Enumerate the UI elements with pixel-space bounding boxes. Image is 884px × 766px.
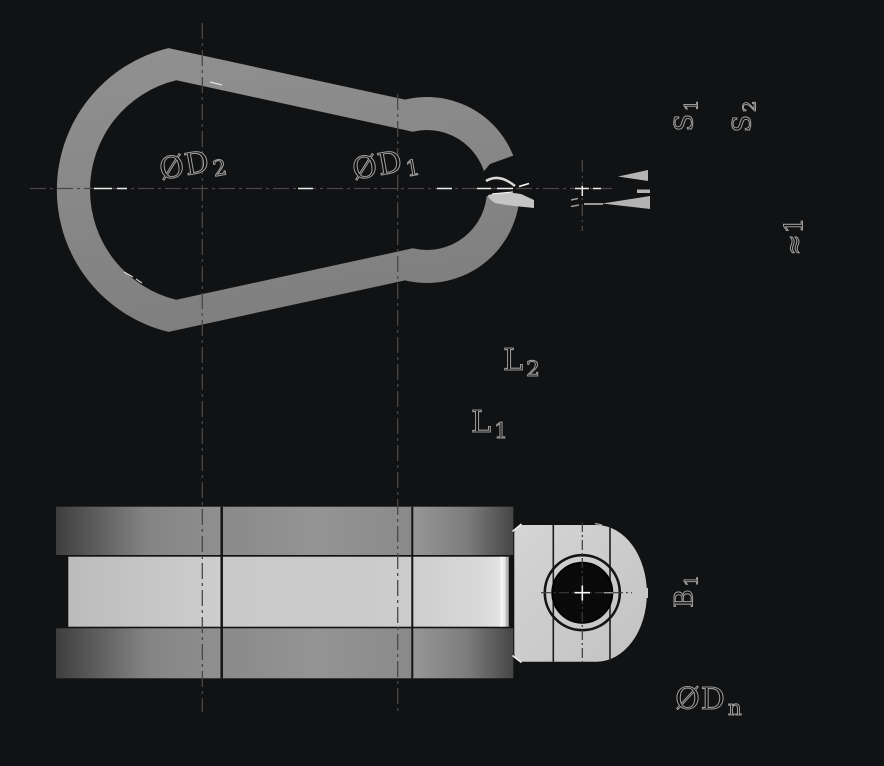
dim-tilde-marks — [570, 197, 580, 208]
label-l2-main: L — [503, 343, 525, 378]
bottom-bar-segment-2 — [221, 628, 413, 679]
bore-center-cross — [574, 585, 590, 601]
pear-ring-body — [56, 48, 520, 332]
dimension-marks — [570, 170, 650, 209]
top-bar-segment-3 — [412, 506, 514, 555]
bottom-bar-segment-1 — [56, 628, 222, 679]
label-dn-sub: n — [727, 696, 743, 722]
ring-glint-bottom-left — [123, 271, 143, 284]
label-approx1-main: ≈1 — [779, 216, 809, 256]
clevis-top-tick — [594, 522, 603, 526]
label-s1-main: S — [669, 113, 699, 132]
clevis-chamfer-tick-bottom — [512, 654, 522, 664]
top-bar-segment-1 — [56, 506, 222, 555]
label-b1: B1 — [669, 574, 703, 609]
top-view-pear-link — [56, 48, 650, 332]
gate-lower-tab — [488, 192, 534, 208]
label-s2-main: S — [727, 114, 757, 133]
middle-bar-segment-2 — [221, 556, 413, 627]
centerline-glints — [94, 186, 613, 601]
middle-bar-segment-1 — [68, 556, 222, 627]
gate-tick — [518, 182, 530, 188]
dim-bar — [637, 189, 650, 193]
middle-bar-segment-3 — [412, 556, 500, 627]
middle-bar-highlight — [500, 556, 506, 627]
top-bar-segment-2 — [221, 506, 413, 555]
dim-arrow-lower — [602, 196, 650, 209]
gate-lower-tab-edge — [491, 191, 514, 195]
label-s1-sub: 1 — [681, 98, 703, 112]
label-l2-sub: 2 — [526, 357, 541, 383]
label-l1: L1 — [471, 405, 509, 443]
label-approx1: ≈1 — [779, 215, 809, 256]
label-dn-main: ØD — [675, 682, 726, 717]
label-b1-sub: 1 — [681, 574, 703, 588]
gate-cutout — [479, 152, 560, 196]
label-s2: S2 — [727, 99, 761, 133]
label-b1-main: B — [669, 588, 699, 608]
label-d2: ØD2 — [156, 144, 230, 188]
label-d1: ØD1 — [349, 144, 423, 188]
middle-bar-end-cap — [505, 556, 510, 627]
label-l1-sub: 1 — [494, 419, 509, 445]
dim-arrow-upper — [618, 170, 648, 181]
side-view-link — [56, 506, 648, 679]
label-s1: S1 — [669, 98, 703, 132]
bottom-bar-segment-3 — [412, 628, 514, 679]
label-l1-main: L — [471, 405, 493, 440]
ring-glint-top — [209, 81, 223, 86]
label-dn: ØDn — [675, 682, 743, 720]
label-s2-sub: 2 — [739, 99, 761, 113]
clevis-chamfer-tick-top — [511, 523, 523, 533]
gate-highlight-arc — [485, 176, 516, 187]
label-l2: L2 — [503, 343, 541, 381]
